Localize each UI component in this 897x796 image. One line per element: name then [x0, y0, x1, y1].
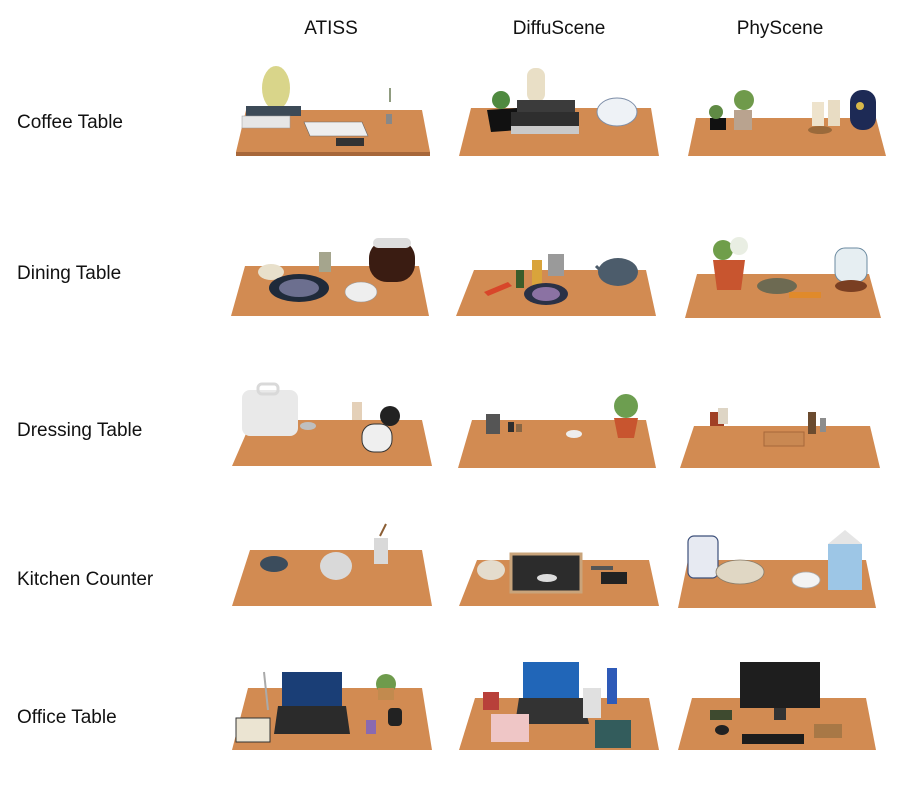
scene-dining-physcene — [683, 232, 883, 322]
scene-office-diffuscene — [459, 662, 659, 752]
gourd-vase — [262, 66, 290, 110]
scene-kitchen-physcene — [678, 520, 878, 610]
column-header-atiss: ATISS — [304, 18, 358, 39]
laptop-screen — [282, 672, 342, 706]
scene-dressing-physcene — [680, 380, 880, 470]
scene-office-physcene — [678, 662, 878, 752]
coffee-maker — [369, 240, 415, 282]
scene-kitchen-atiss — [232, 520, 432, 610]
milk-carton — [828, 544, 862, 590]
scene-coffee-diffuscene — [459, 66, 659, 156]
scene-dining-atiss — [231, 232, 431, 322]
i-love-coffee-sign — [509, 552, 583, 594]
scene-office-atiss — [232, 662, 432, 752]
kettle — [320, 552, 352, 580]
teapot — [598, 258, 638, 286]
scene-dressing-diffuscene — [456, 380, 656, 470]
white-handbag — [242, 390, 298, 436]
row-label-dining-table: Dining Table — [17, 263, 122, 284]
column-header-diffuscene: DiffuScene — [512, 18, 606, 39]
scene-kitchen-diffuscene — [459, 520, 659, 610]
terracotta-pot — [713, 260, 745, 290]
scene-dining-diffuscene — [456, 232, 656, 322]
blue-vase — [850, 90, 876, 130]
row-label-dressing-table: Dressing Table — [17, 420, 143, 441]
scene-coffee-physcene — [686, 66, 886, 156]
row-label-kitchen-counter: Kitchen Counter — [17, 569, 154, 590]
scene-coffee-atiss — [232, 66, 432, 156]
laptop-screen-2 — [523, 662, 579, 698]
bowl-stack — [687, 535, 719, 579]
candle — [527, 68, 545, 102]
row-label-office-table: Office Table — [17, 707, 117, 728]
scene-dressing-atiss — [232, 380, 432, 470]
column-header-physcene: PhyScene — [736, 18, 824, 39]
row-label-coffee-table: Coffee Table — [17, 112, 123, 133]
monitor — [740, 662, 820, 708]
